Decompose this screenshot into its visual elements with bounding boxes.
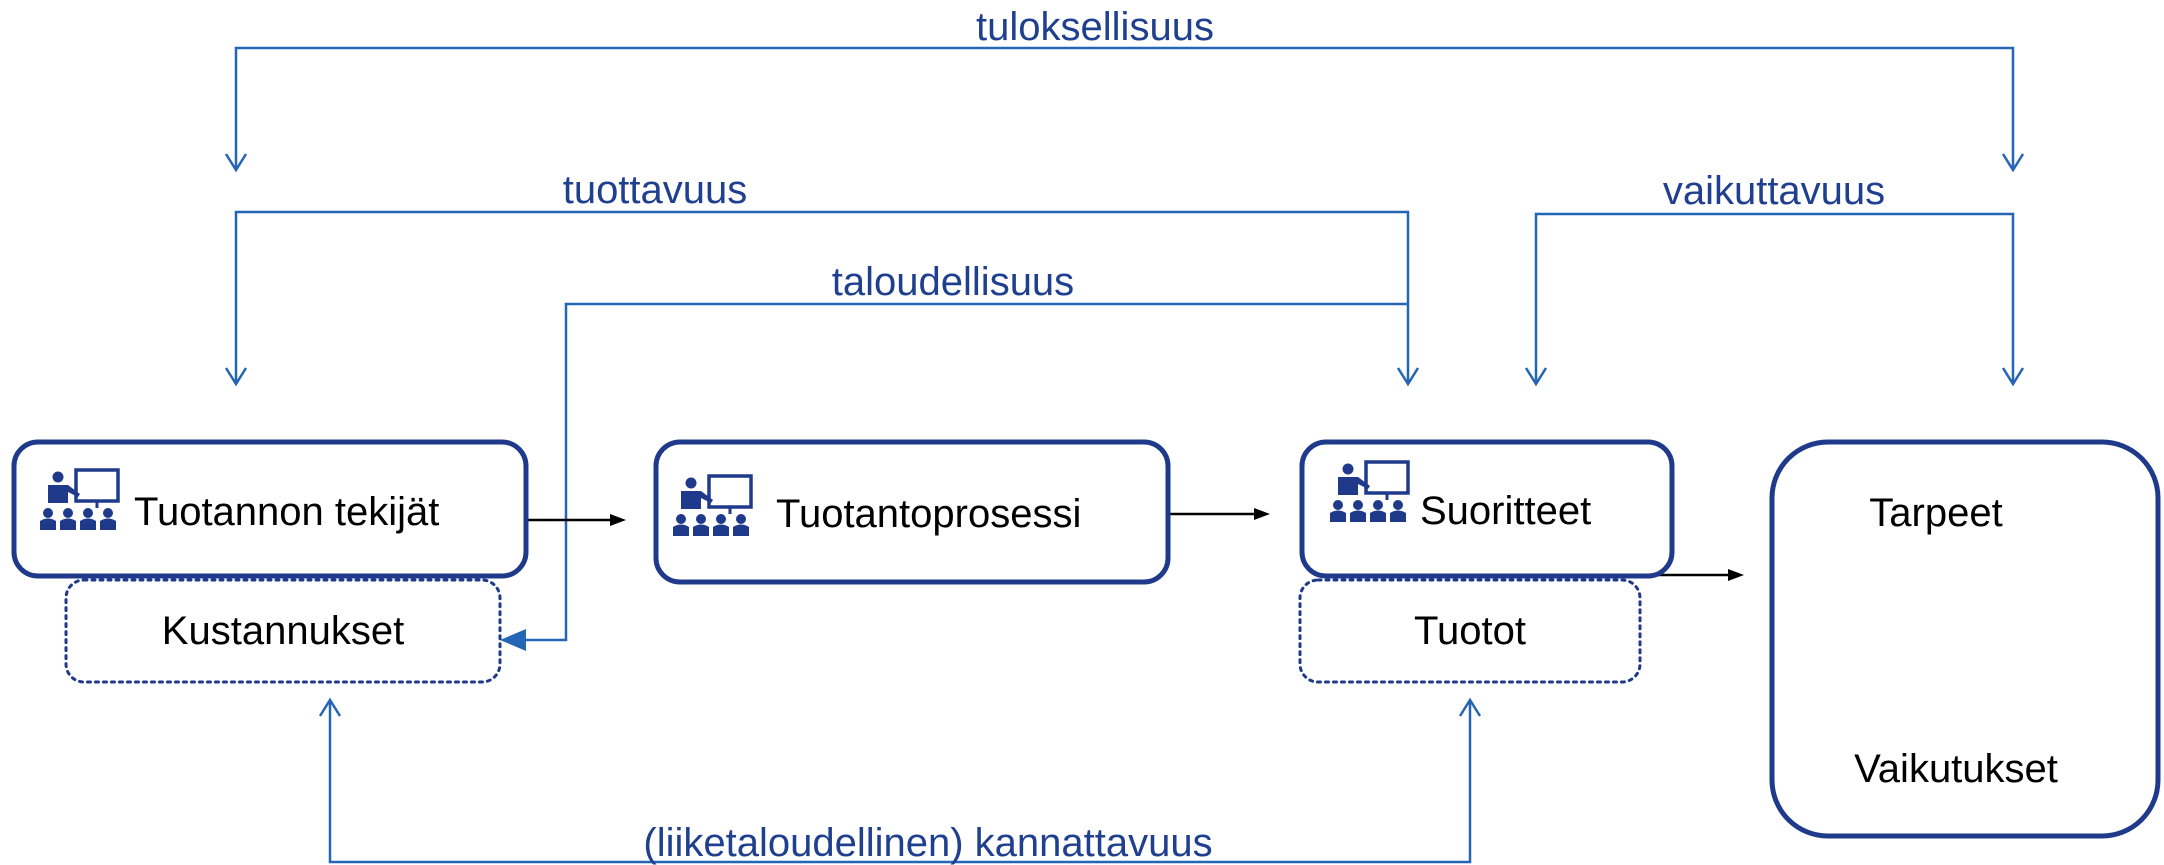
tuloksellisuus-connector [224, 46, 2025, 173]
vaikuttavuus-connector [1524, 212, 2025, 387]
tuottavuus-connector [224, 210, 1420, 387]
taloudellisuus-connector [500, 302, 1408, 651]
vaikuttavuus-label: vaikuttavuus [1663, 169, 1885, 213]
suoritteet-label: Suoritteet [1420, 489, 1591, 533]
kannattavuus-connector [318, 697, 1482, 864]
tuotannon-tekijat-label: Tuotannon tekijät [134, 490, 439, 534]
tuottavuus-label: tuottavuus [563, 168, 748, 212]
tarpeet-label: Tarpeet [1869, 491, 2002, 535]
tuotannon-tekijat-box [11, 439, 529, 579]
kannattavuus-label: (liiketaloudellinen) kannattavuus [643, 821, 1212, 865]
tuotantoprosessi-box [653, 439, 1171, 585]
tarpeet-vaikutukset-box [1769, 439, 2161, 839]
flow-arrow-prosessi-suoritteet [1170, 508, 1270, 520]
tuotot-box [1298, 578, 1642, 684]
vaikutukset-label: Vaikutukset [1854, 747, 2058, 791]
tuotantoprosessi-label: Tuotantoprosessi [776, 492, 1081, 536]
taloudellisuus-label: taloudellisuus [832, 260, 1074, 304]
kustannukset-label: Kustannukset [162, 609, 404, 653]
kustannukset-box [64, 578, 502, 684]
flow-arrow-tekijat-prosessi [526, 514, 626, 526]
tuloksellisuus-label: tuloksellisuus [976, 5, 1214, 49]
tuotot-label: Tuotot [1414, 609, 1526, 653]
filled-arrowhead-icon [500, 629, 526, 651]
